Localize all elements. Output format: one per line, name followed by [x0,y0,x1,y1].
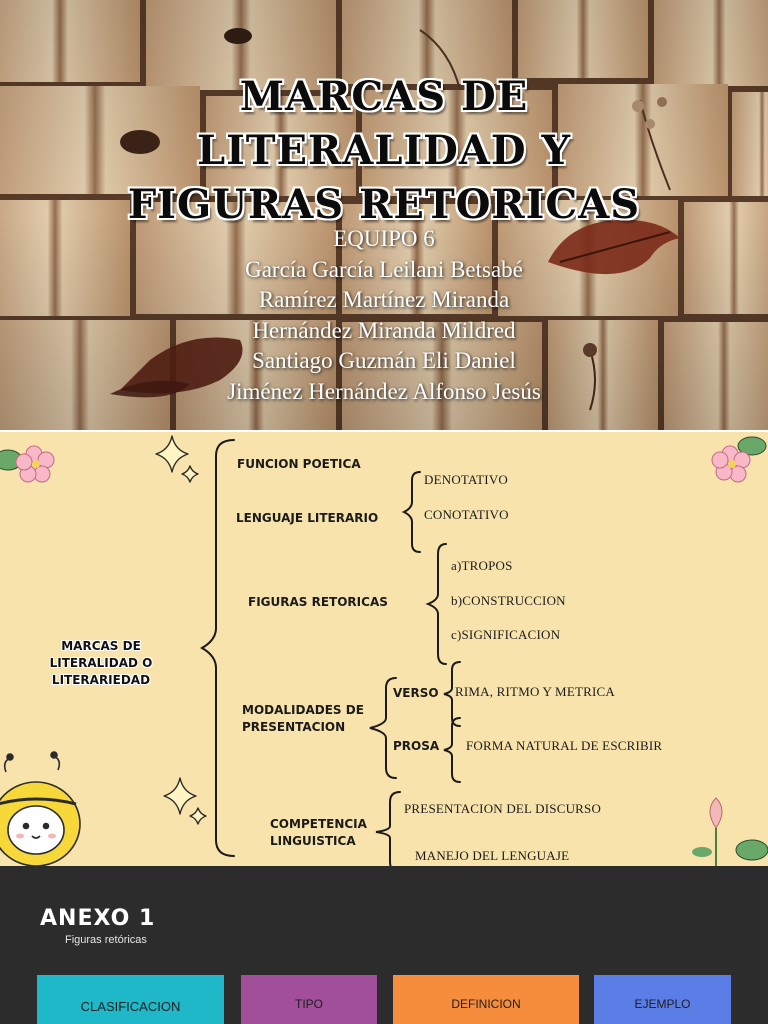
branch-competencia: COMPETENCIA LINGUISTICA [270,816,367,850]
main-topic-line: LITERALIDAD O [49,656,153,670]
concept-map-slide: MARCAS DE LITERALIDAD O LITERARIEDAD FUN… [0,430,768,866]
column-clasificacion: CLASIFICACION [37,975,224,1024]
main-topic: MARCAS DE LITERALIDAD O LITERARIEDAD [36,638,166,689]
branch-funcion-poetica: FUNCION POETICA [237,457,361,471]
bee-character [0,751,81,866]
branch-modalidades-line: PRESENTACION [242,720,346,734]
leaf-forma-natural: FORMA NATURAL DE ESCRIBIR [466,738,663,753]
team-member: Hernández Miranda Mildred [252,317,516,343]
concept-map-lines [0,435,768,866]
branch-competencia-line: LINGUISTICA [270,834,356,848]
leaf-manejo-lenguaje: MANEJO DEL LENGUAJE [415,848,570,863]
leaf-denotativo: DENOTATIVO [424,472,508,487]
leaf-tropos: a)TROPOS [451,558,513,573]
sub-verso: VERSO [393,686,439,700]
leaf-rima: RIMA, RITMO Y METRICA [455,684,615,699]
leaf-construccion: b)CONSTRUCCION [451,593,566,608]
annex-subtitle: Figuras retóricas [65,934,147,946]
branch-lenguaje-literario: LENGUAJE LITERARIO [236,511,379,525]
column-tipo: TIPO [241,975,377,1024]
column-label: TIPO [294,997,323,1011]
main-topic-line: LITERARIEDAD [51,673,151,687]
title-line-1: MARCAS DE [239,73,529,120]
presentation-title: MARCAS DE LITERALIDAD Y FIGURAS RETORICA… [0,70,768,232]
team-member: Ramírez Martínez Miranda [258,287,510,312]
team-member: Santiago Guzmán Eli Daniel [252,348,516,373]
column-label: EJEMPLO [634,997,691,1011]
team-member: García García Leilani Betsabé [245,256,523,282]
column-definicion: DEFINICION [393,975,579,1024]
branch-modalidades-line: MODALIDADES DE [242,703,364,717]
leaf-conotativo: CONOTATIVO [424,507,509,522]
sub-prosa: PROSA [393,739,440,753]
column-ejemplo: EJEMPLO [594,975,731,1024]
annex-slide: ANEXO 1 Figuras retóricas CLASIFICACION … [0,866,768,1024]
branch-figuras-retoricas: FIGURAS RETORICAS [248,595,388,609]
column-label: CLASIFICACION [80,999,181,1014]
team-label: EQUIPO 6 [333,226,435,251]
title-line-3: FIGURAS RETORICAS [127,181,641,228]
main-topic-line: MARCAS DE [61,639,141,653]
annex-title: ANEXO 1 [40,906,156,931]
column-label: DEFINICION [451,997,521,1011]
open-books-background [0,0,768,430]
leaf-significacion: c)SIGNIFICACION [451,627,561,642]
leaf-presentacion-discurso: PRESENTACION DEL DISCURSO [404,801,602,816]
branch-modalidades: MODALIDADES DE PRESENTACION [242,702,364,736]
team-member: Jiménez Hernández Alfonso Jesús [227,378,541,404]
title-slide: MARCAS DE LITERALIDAD Y FIGURAS RETORICA… [0,0,768,430]
branch-competencia-line: COMPETENCIA [270,817,367,831]
title-line-2: LITERALIDAD Y [196,127,572,174]
team-list: EQUIPO 6 García García Leilani Betsabé R… [0,224,768,407]
